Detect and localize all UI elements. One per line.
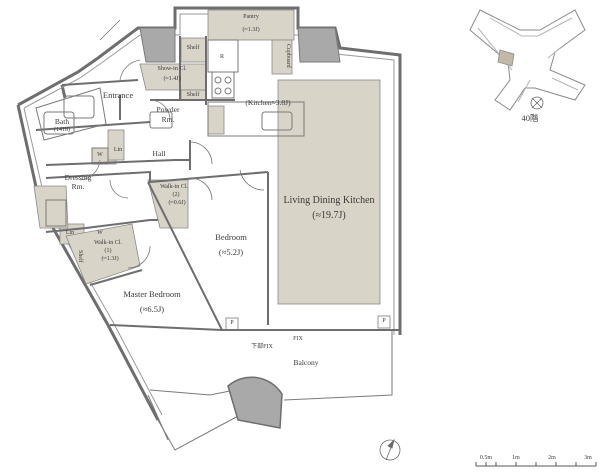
bath-size-label: (1418) bbox=[54, 127, 70, 133]
fix-label: FIX bbox=[293, 336, 303, 342]
wic2-label: Walk-in Cl. bbox=[160, 184, 188, 190]
wic1-area bbox=[65, 223, 141, 285]
dressing-label-line2: Rm. bbox=[71, 182, 85, 191]
wic1-label: Walk-in Cl. bbox=[94, 240, 122, 246]
storage-fills bbox=[33, 9, 381, 305]
shelf-small-label: Shelf bbox=[186, 92, 200, 98]
cupboard-label: Cupboard bbox=[284, 44, 291, 68]
scale-bar bbox=[475, 462, 597, 467]
bedroom-area-label: (≈5.2J) bbox=[218, 247, 244, 257]
pipe-boxes bbox=[225, 315, 391, 331]
showin-area-label: (≈1.4J) bbox=[163, 76, 181, 82]
wic1-area-label: (≈1.3J) bbox=[101, 256, 119, 262]
cupboard-area bbox=[271, 39, 293, 75]
fix-label-lower: 下部FIX bbox=[251, 344, 273, 350]
ldk-label: Living Dining Kitchen bbox=[283, 195, 375, 206]
key-map bbox=[469, 9, 586, 111]
wic2-num-label: (2) bbox=[172, 192, 180, 198]
showin-label: Show-in Cl. bbox=[157, 66, 187, 72]
master-bedroom-area-label: (≈6.5J) bbox=[139, 304, 165, 314]
structural-columns bbox=[139, 27, 341, 63]
interior-walls bbox=[35, 36, 400, 331]
wic1-num-label: (1) bbox=[104, 248, 112, 254]
pantry-label: Pantry bbox=[243, 14, 259, 20]
hall-label: Hall bbox=[152, 149, 166, 158]
pantry-area bbox=[207, 9, 295, 41]
powder-label-line2: Rm. bbox=[161, 115, 175, 124]
dressing-closet-area bbox=[33, 185, 69, 229]
scale-tick-label: 1m bbox=[512, 455, 520, 461]
pipe-label-2: P bbox=[382, 318, 386, 324]
key-map-unit-highlight bbox=[497, 49, 515, 67]
north-arrow-icon bbox=[379, 438, 401, 461]
lin-label: Lin bbox=[65, 230, 75, 236]
powder-label-line1: Powder bbox=[156, 105, 180, 114]
bedroom-label: Bedroom bbox=[215, 232, 247, 242]
scale-tick-label: 0.5m bbox=[479, 455, 493, 461]
washer-label: W bbox=[97, 152, 103, 158]
bath-fixtures bbox=[35, 87, 173, 227]
balcony-column bbox=[227, 376, 283, 429]
compass-icon bbox=[530, 96, 544, 110]
bath-label: Bath bbox=[54, 117, 70, 126]
balcony-label: Balcony bbox=[293, 358, 319, 367]
fridge-label: R bbox=[219, 54, 225, 60]
dressing-label-line1: Dressing bbox=[64, 173, 92, 182]
shelf-top-label: Shelf bbox=[186, 45, 200, 51]
kitchen-label: (Kitchen≈3.8J) bbox=[245, 98, 291, 107]
w-wic1-label: W bbox=[97, 230, 103, 236]
column-right bbox=[297, 27, 341, 63]
kitchen-counter bbox=[207, 39, 305, 137]
entrance-label: Entrance bbox=[102, 90, 134, 100]
ldk-area-label: (≈19.7J) bbox=[312, 210, 346, 221]
ldk-floor-area bbox=[277, 79, 381, 305]
linen-small-label: Lin bbox=[113, 147, 123, 153]
shelf-wic1-label: Shelf bbox=[76, 250, 83, 263]
master-bedroom-label: Master Bedroom bbox=[123, 289, 181, 299]
wic2-area-label: (≈0.6J) bbox=[168, 200, 186, 206]
floor-label: 40階 bbox=[521, 113, 539, 123]
kitchen-counter-strip bbox=[207, 105, 225, 135]
bath-side-area bbox=[107, 129, 125, 161]
door-swings bbox=[79, 19, 265, 269]
pipe-label-1: P bbox=[230, 320, 234, 326]
pantry-area-label: (≈1.3J) bbox=[242, 27, 260, 33]
column-left bbox=[139, 27, 176, 63]
scale-tick-label: 2m bbox=[548, 455, 556, 461]
scale-tick-label: 3m bbox=[584, 455, 592, 461]
